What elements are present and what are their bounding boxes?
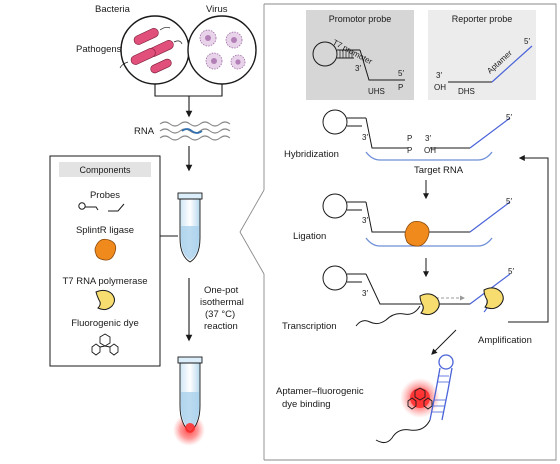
- svg-text:3′: 3′: [425, 134, 431, 143]
- polymerase-enzyme-1: [419, 293, 440, 316]
- bacteria-label: Bacteria: [95, 4, 131, 15]
- svg-text:5′: 5′: [508, 267, 514, 276]
- target-rna-label: Target RNA: [414, 165, 464, 176]
- ligase-icon: [94, 238, 117, 261]
- svg-text:OH: OH: [424, 146, 436, 155]
- step-aptamer-binding: Aptamer–fluorogenic dye binding: [276, 354, 454, 444]
- svg-text:P: P: [407, 134, 412, 143]
- virus-icon: [187, 15, 257, 85]
- components-header: Components: [79, 165, 131, 175]
- amplification-loop: Amplification: [478, 155, 549, 346]
- svg-text:UHS: UHS: [368, 87, 385, 96]
- svg-text:P: P: [398, 83, 403, 92]
- svg-text:OH: OH: [434, 83, 446, 92]
- svg-text:(37 °C): (37 °C): [205, 309, 235, 320]
- dye-molecule-icon: [91, 333, 119, 356]
- reaction-conditions: One-pot isothermal (37 °C) reaction: [200, 285, 244, 332]
- svg-text:3′: 3′: [355, 64, 361, 73]
- svg-text:5′: 5′: [524, 37, 530, 46]
- svg-text:isothermal: isothermal: [200, 297, 244, 308]
- tube-icon-top: [177, 192, 203, 263]
- reporter-probe-box: Reporter probe 3′ OH DHS Aptamer 5′: [428, 10, 536, 100]
- ligase-label: SplintR ligase: [76, 225, 134, 236]
- step-hybridization: 3′ P 3′ P OH 5′ Hybridization Target RNA: [284, 109, 512, 176]
- rna-label: RNA: [134, 126, 155, 137]
- polymerase-icon: [95, 289, 115, 311]
- svg-text:5′: 5′: [506, 197, 512, 206]
- hybridization-label: Hybridization: [284, 149, 339, 160]
- probes-label: Probes: [90, 190, 120, 201]
- binding-label-line1: Aptamer–fluorogenic: [276, 386, 364, 397]
- step-ligation: 3′ 5′ Ligation: [293, 193, 512, 247]
- transcription-label: Transcription: [282, 321, 337, 332]
- dye-molecule-bound: [407, 387, 433, 410]
- svg-text:P: P: [407, 146, 412, 155]
- svg-text:5′: 5′: [506, 113, 512, 122]
- svg-text:3′: 3′: [362, 289, 368, 298]
- svg-text:reaction: reaction: [204, 321, 238, 332]
- promotor-probe-title: Promotor probe: [329, 14, 392, 24]
- ligase-enzyme: [404, 220, 430, 247]
- components-box: Components Probes SplintR ligase T7 RNA …: [49, 155, 161, 367]
- pathogen-section: Bacteria Virus Pathogens: [49, 4, 257, 446]
- binding-label-line2: dye binding: [282, 399, 331, 410]
- promotor-probe-box: Promotor probe T7 promoter 3′ 5′ P UHS: [306, 10, 414, 100]
- step-transcription: 3′ 5′ Transcription: [282, 265, 514, 332]
- svg-text:3′: 3′: [362, 133, 368, 142]
- svg-text:3′: 3′: [436, 71, 442, 80]
- polymerase-label: T7 RNA polymerase: [62, 276, 147, 287]
- svg-text:DHS: DHS: [458, 87, 475, 96]
- aptamer-hairpin: [429, 354, 454, 421]
- polymerase-enzyme-2: [483, 287, 504, 310]
- bacteria-icon: [119, 15, 190, 85]
- panel-frame: [239, 3, 557, 461]
- svg-text:One-pot: One-pot: [204, 285, 239, 296]
- svg-text:3′: 3′: [362, 216, 368, 225]
- virus-label: Virus: [206, 4, 228, 15]
- pathogens-label: Pathogens: [76, 44, 122, 55]
- ligation-label: Ligation: [293, 231, 326, 242]
- tube-icon-bottom: [173, 356, 205, 446]
- amplification-label: Amplification: [478, 335, 532, 346]
- rna-strands: [159, 121, 231, 141]
- probes-icon: [78, 202, 125, 212]
- svg-text:5′: 5′: [398, 69, 404, 78]
- dye-label: Fluorogenic dye: [71, 318, 139, 329]
- reporter-probe-title: Reporter probe: [452, 14, 513, 24]
